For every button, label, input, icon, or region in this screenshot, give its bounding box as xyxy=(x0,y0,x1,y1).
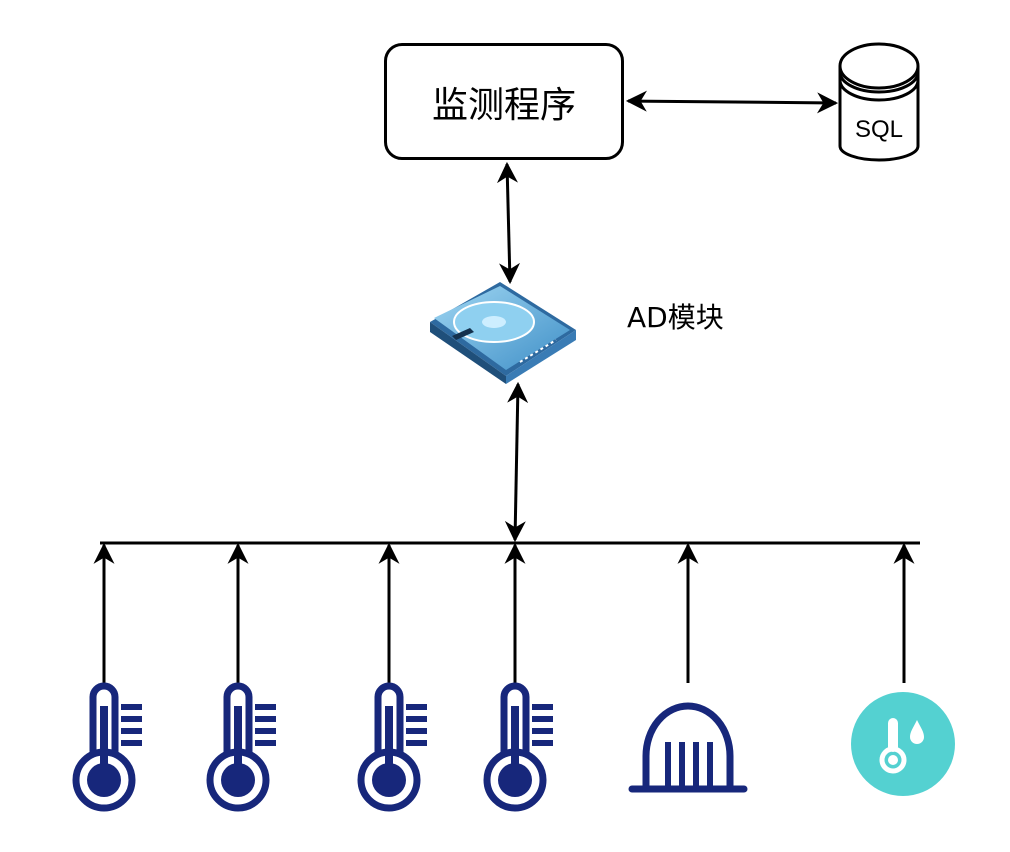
monitor-program-label: 监测程序 xyxy=(431,84,576,126)
sensor-arrows xyxy=(93,542,915,683)
ad-module-label: AD模块 xyxy=(627,301,724,334)
thermometer-icon xyxy=(357,682,427,812)
database-label: SQL xyxy=(855,116,903,143)
thermometer-icon xyxy=(72,682,142,812)
rain-gauge-icon xyxy=(628,702,748,793)
monitor-sql-connector xyxy=(625,90,839,114)
ad-module-icon xyxy=(430,282,576,384)
monitor-program-node: 监测程序 xyxy=(384,43,624,160)
monitor-ad-connector xyxy=(496,161,521,285)
ad-bus-connector xyxy=(504,381,529,543)
database-icon: SQL xyxy=(838,42,920,162)
thermometer-icon xyxy=(206,682,276,812)
thermometer-icon xyxy=(483,682,553,812)
humidity-sensor-icon xyxy=(851,692,955,796)
